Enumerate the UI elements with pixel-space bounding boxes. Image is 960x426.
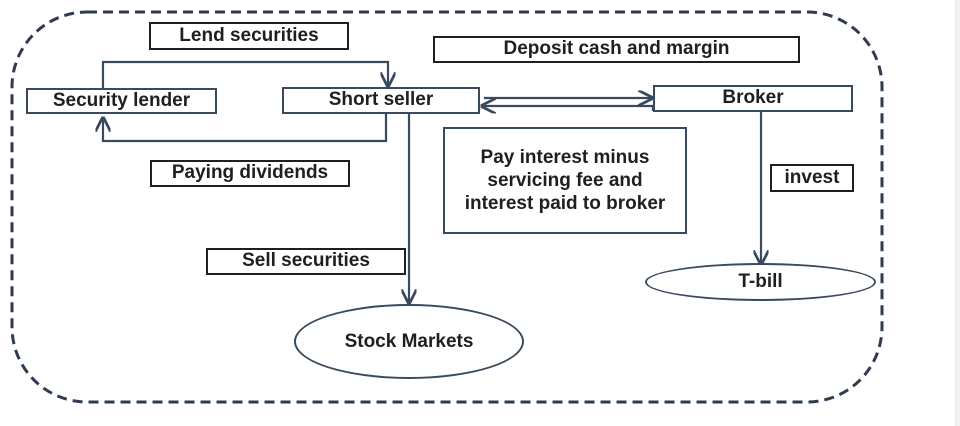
- lend-securities-label: Lend securities: [149, 22, 349, 50]
- pay-interest-label: Pay interest minus servicing fee and int…: [443, 127, 687, 234]
- sell-securities-label: Sell securities: [206, 248, 406, 275]
- deposit-cash-label: Deposit cash and margin: [433, 36, 800, 63]
- page-edge: [955, 0, 960, 426]
- paying-dividends-label: Paying dividends: [150, 160, 350, 187]
- security-lender-node: Security lender: [26, 88, 217, 114]
- short-seller-node: Short seller: [282, 87, 480, 114]
- invest-label: invest: [770, 164, 854, 192]
- dashed-boundary: [10, 10, 884, 404]
- tbill-node: T-bill: [645, 263, 876, 301]
- paying-dividends-arrow: [103, 114, 388, 143]
- stock-markets-node: Stock Markets: [294, 304, 524, 379]
- pay-interest-arrow: [482, 106, 655, 111]
- lend-securities-arrow: [101, 60, 388, 88]
- broker-node: Broker: [653, 85, 853, 112]
